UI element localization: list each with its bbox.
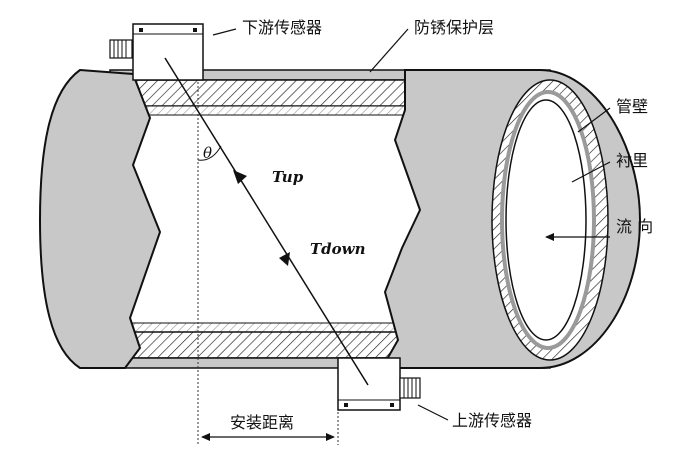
theta-arc <box>197 145 222 161</box>
top-pipe-wall <box>109 69 551 116</box>
leader-pipe-wall <box>577 107 611 133</box>
label-pipe-wall: 管壁 <box>616 97 648 116</box>
leader-lining <box>571 161 611 183</box>
pipe-bore <box>505 99 587 341</box>
label-lining: 衬里 <box>616 151 648 170</box>
cable-gland-icon <box>109 39 133 59</box>
tup-arrow-icon <box>233 170 247 184</box>
leader-downstream <box>212 28 237 36</box>
tdown-arrow-icon <box>279 252 290 266</box>
pipe-left-cutaway <box>38 68 162 369</box>
leader-anti-rust <box>369 28 409 73</box>
cable-gland-icon <box>399 377 421 399</box>
label-t-down: Tdown <box>310 240 365 258</box>
leader-upstream <box>417 404 449 421</box>
label-t-up: Tup <box>272 168 304 186</box>
label-install-distance: 安装距离 <box>230 413 294 432</box>
signal-path <box>164 57 369 386</box>
upstream-sensor <box>337 357 421 411</box>
label-theta: θ <box>203 144 212 162</box>
label-anti-rust-layer: 防锈保护层 <box>414 18 494 37</box>
downstream-sensor <box>109 23 204 81</box>
label-flow-direction: 流 向 <box>616 217 653 236</box>
label-upstream-sensor: 上游传感器 <box>452 411 532 430</box>
label-downstream-sensor: 下游传感器 <box>242 18 322 37</box>
